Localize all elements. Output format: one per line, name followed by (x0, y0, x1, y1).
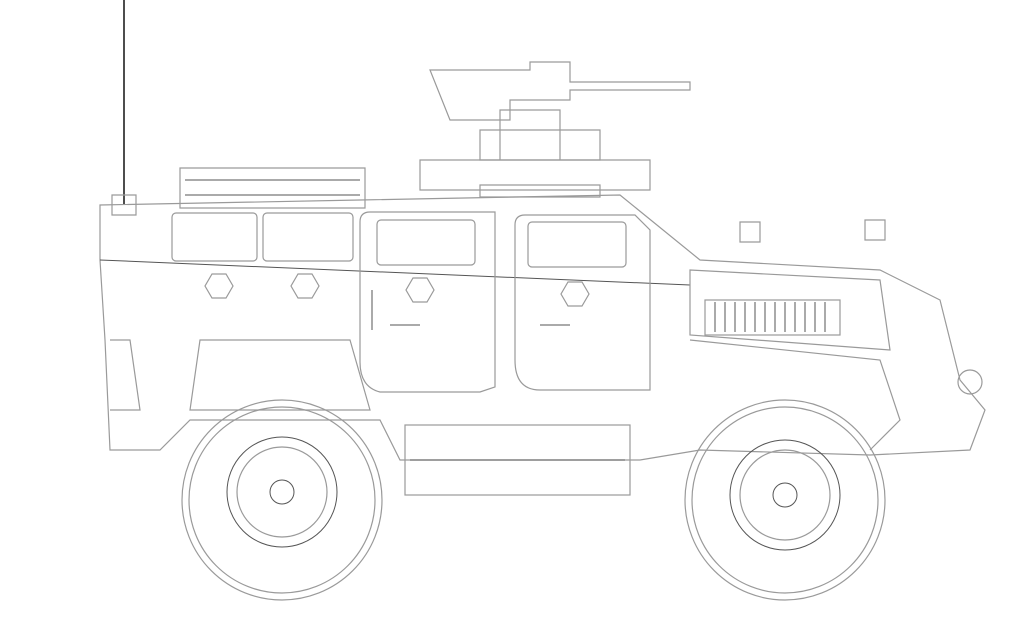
doors (204, 211, 651, 393)
hood-and-grille (689, 219, 983, 395)
side-step (404, 424, 631, 496)
turret-gun (419, 61, 691, 198)
roof-rack (179, 167, 366, 209)
antenna (111, 0, 137, 216)
rear-windows (171, 212, 354, 262)
rear-wheel (181, 399, 383, 601)
front-wheel (684, 399, 886, 601)
hull (99, 194, 986, 461)
